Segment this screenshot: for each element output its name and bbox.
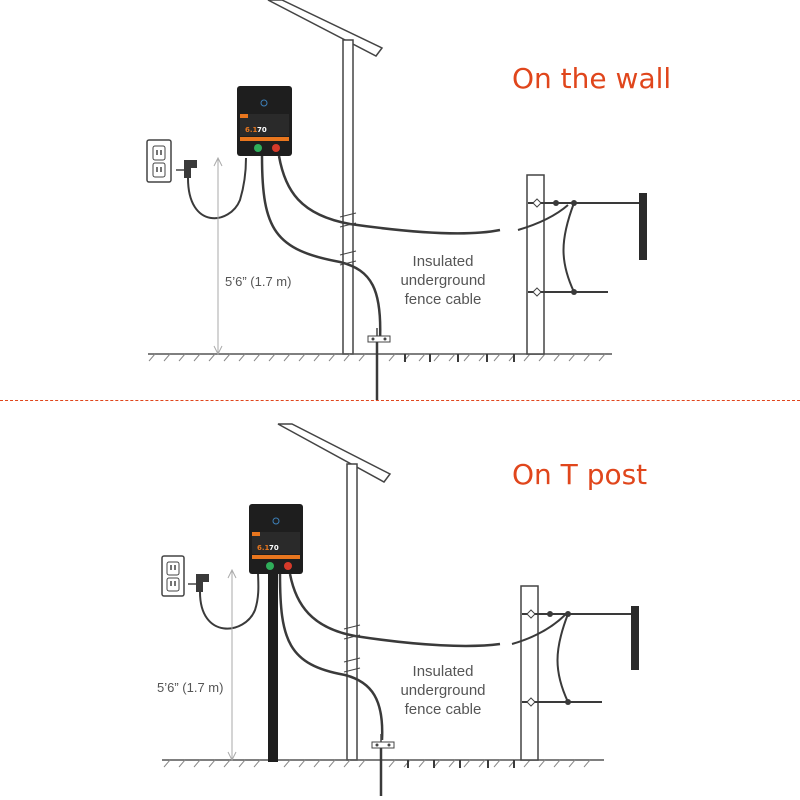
height-dimension [227,568,237,762]
cable-label-line: fence cable [404,291,482,308]
ground-wire [278,573,384,741]
jumper-wire [517,204,569,231]
t-post [268,572,278,762]
outlet-icon [161,555,185,597]
fence-energizer: 6.1 70 [249,504,303,574]
cable-through-wall [343,624,361,673]
insulator-top [532,198,542,208]
insulator-bottom [526,697,536,707]
insulator-top [526,609,536,619]
roof-beam [267,0,384,57]
wire-junction [547,611,553,617]
end-post [639,193,647,260]
fence-post [526,174,545,355]
ground-rod [371,734,395,796]
ground-wire [260,155,382,341]
end-post [631,606,639,670]
fence-energizer: 6.1 70 [237,86,292,156]
ground-terminal [254,144,262,152]
positive-terminal [284,562,292,570]
fence-wire-connector [562,202,575,293]
ground-hatching [163,759,591,768]
cable-label-line: Insulated [412,663,474,680]
energizer-model: 70 [269,544,279,552]
jumper-wire [511,613,567,645]
cable-through-wall [339,212,357,266]
wire-junction [571,289,577,295]
svg-text:6.1: 6.1 [245,126,258,134]
power-cord [187,157,247,220]
buried-cable-marks [404,354,515,362]
panel-on-t-post: 6.1 70 [0,400,800,800]
t-post-install-diagram: 6.1 70 [161,423,639,796]
height-label: 5’6” (1.7 m) [225,274,292,289]
divider [0,400,800,401]
wall-post [342,39,354,355]
wire-junction [571,200,577,206]
buried-cable-marks [407,760,515,768]
power-cord [199,571,260,630]
energizer-status-bar [240,137,289,141]
fence-wire-connector [556,613,569,703]
energizer-status-bar [252,555,300,559]
cable-label-line: underground [400,682,486,699]
cable-label-line: fence cable [404,701,482,718]
outlet-icon [146,139,172,183]
energizer-model: 70 [257,126,267,134]
ground-hatching [148,353,606,362]
wall-post [346,463,358,761]
ground-terminal [266,562,274,570]
cable-label-line: Insulated [412,253,474,270]
cable-label-line: underground [400,272,486,289]
ground-rod [367,328,391,400]
plug-adapter-icon [188,574,209,592]
cable-label: Insulated underground fence cable [388,252,498,309]
plug-adapter-icon [176,160,197,178]
panel-on-the-wall: 6.1 70 [146,0,672,400]
roof-beam [277,423,392,483]
cable-label: Insulated underground fence cable [388,662,498,719]
height-dimension [213,156,223,356]
panel-title: On T post [512,458,648,491]
fence-cable [288,573,501,648]
fence-post [520,585,539,761]
panel-title: On the wall [512,62,672,95]
insulator-bottom [532,287,542,297]
height-label: 5’6” (1.7 m) [157,680,224,695]
positive-terminal [272,144,280,152]
wall-install-diagram: 6.1 70 [146,0,647,400]
wire-junction [565,699,571,705]
wire-junction [553,200,559,206]
fence-cable [277,155,501,235]
wire-junction [565,611,571,617]
svg-text:6.1: 6.1 [257,544,270,552]
